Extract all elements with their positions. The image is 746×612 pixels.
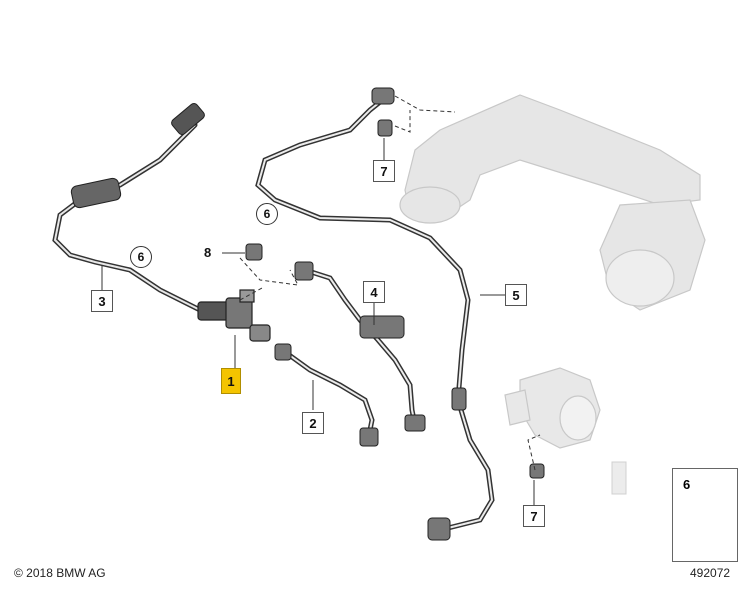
part-2-connectors — [274, 343, 379, 447]
intake-pipe-ghost — [399, 94, 706, 311]
hose-3-filter — [70, 177, 122, 209]
callout-part-2: 2 — [302, 412, 324, 434]
valve-housing-ghost — [504, 367, 601, 449]
part-1-valve — [197, 289, 271, 342]
callout-part-7-top: 7 — [373, 160, 395, 182]
hose-3 — [52, 122, 203, 313]
hose-5-inner — [256, 97, 494, 531]
callout-part-5: 5 — [505, 284, 527, 306]
legend-number: 6 — [683, 477, 691, 492]
circled-part-6-mid: 6 — [256, 203, 278, 225]
circled-part-6-left: 6 — [130, 246, 152, 268]
copyright-text: © 2018 BMW AG — [14, 566, 106, 580]
hose-3-inner — [53, 124, 201, 311]
clip-parts — [245, 119, 545, 479]
callout-part-4: 4 — [363, 281, 385, 303]
hose-5-connectors — [371, 87, 467, 541]
callout-part-1: 1 — [221, 368, 241, 394]
part-4-hose — [302, 267, 418, 428]
diagram-number: 492072 — [690, 566, 731, 580]
label-part-8: 8 — [204, 245, 212, 260]
legend-box: 6 — [672, 468, 738, 562]
callout-part-7-bottom: 7 — [523, 505, 545, 527]
hose-3-connector — [171, 102, 205, 136]
leader-lines — [101, 138, 535, 505]
callout-part-3: 3 — [91, 290, 113, 312]
part-4-connectors — [294, 261, 426, 432]
dashed-leaders — [239, 95, 541, 471]
ghost-block — [611, 461, 627, 495]
